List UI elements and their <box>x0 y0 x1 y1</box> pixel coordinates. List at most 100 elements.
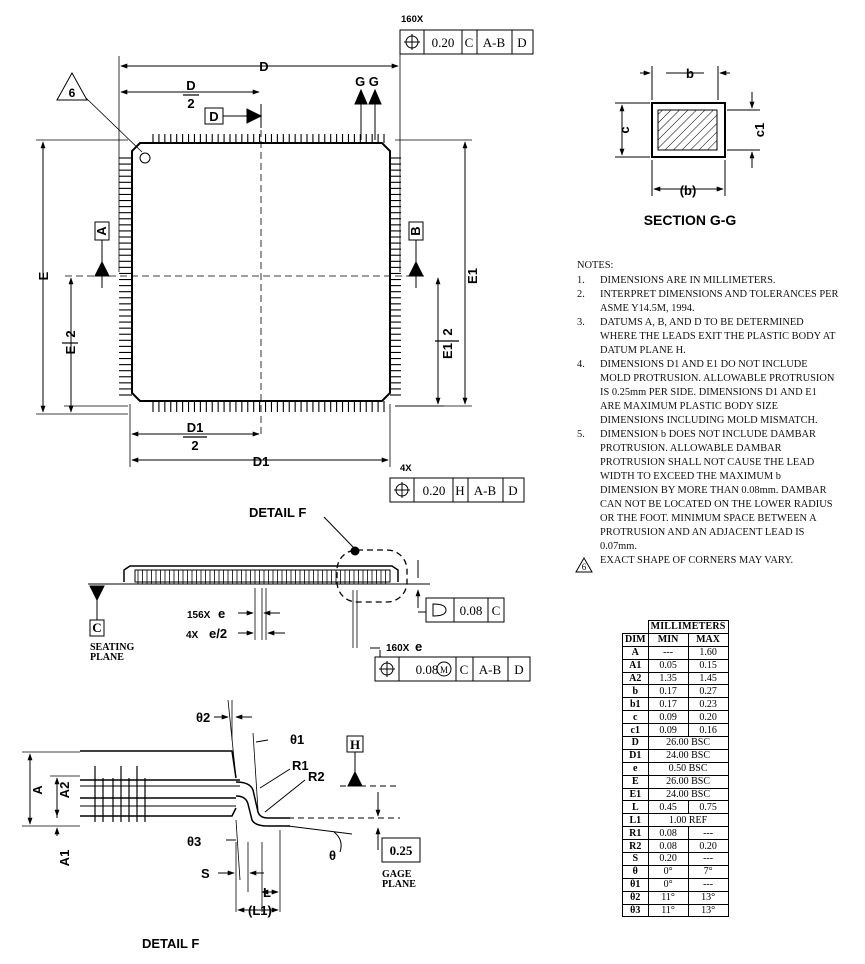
datum-h-label: H <box>350 737 360 752</box>
note6-flag-triangle <box>56 71 88 101</box>
table-cell: D <box>622 736 649 750</box>
detail-f-title: DETAIL F <box>142 936 199 951</box>
note-text: DIMENSIONS ARE IN MILLIMETERS. <box>600 275 776 286</box>
dim-D1-half-den: 2 <box>191 438 198 453</box>
table-cell: --- <box>687 852 729 866</box>
fcf-bottom <box>389 477 525 503</box>
pitch-e: e <box>218 606 225 621</box>
dim-E1-half-num: E1 <box>440 343 455 359</box>
table-cell: MILLIMETERS <box>647 620 729 634</box>
dim-E1-label: E1 <box>465 268 480 284</box>
top-view-labels: D D 2 D1 D1 2 G G A B D 6 E E1 E 2 E1 2 … <box>36 14 480 474</box>
pitch-half-count: 4X <box>186 630 199 641</box>
note-item: 2.INTERPRET DIMENSIONS AND TOLERANCES PE… <box>577 288 839 316</box>
table-cell: θ1 <box>622 877 649 892</box>
datum-c-box <box>89 619 105 637</box>
note-number: 6 <box>575 554 600 575</box>
dim-D-label: D <box>259 59 268 74</box>
theta1-label: θ1 <box>290 732 304 747</box>
svg-text:6: 6 <box>582 562 587 572</box>
table-cell: 0.27 <box>687 684 729 699</box>
fcf-top-ab: A-B <box>483 35 506 50</box>
table-row: A---1.60 <box>622 645 729 660</box>
table-cell: 0° <box>647 864 689 879</box>
section-title: SECTION G-G <box>644 212 737 228</box>
table-cell: 0° <box>647 877 689 892</box>
leads-right <box>390 157 401 396</box>
table-cell: 24.00 BSC <box>647 748 729 763</box>
table-cell: θ2 <box>622 890 649 905</box>
table-cell: 7° <box>687 864 729 879</box>
table-cell: b1 <box>622 697 649 712</box>
pos-tol: 0.08 <box>416 662 439 677</box>
dim-E-label: E <box>36 271 51 280</box>
table-cell: S <box>622 852 649 866</box>
table-cell: 0.50 BSC <box>647 761 729 776</box>
note-item: 5.DIMENSION b DOES NOT INCLUDE DAMBAR PR… <box>577 428 839 554</box>
detail-f-callout: DETAIL F <box>249 505 306 520</box>
table-header-row: MILLIMETERS <box>622 620 729 634</box>
table-cell: L <box>622 800 649 815</box>
table-cell: A <box>622 645 649 660</box>
table-cell: DIM <box>622 632 649 647</box>
notes-list: 1.DIMENSIONS ARE IN MILLIMETERS.2.INTERP… <box>575 274 839 575</box>
gage-plane-1: GAGE <box>382 869 412 880</box>
flatness-tol: 0.08 <box>460 603 483 618</box>
table-cell: c <box>622 710 649 725</box>
note-text: DIMENSION b DOES NOT INCLUDE DAMBAR PROT… <box>600 429 833 552</box>
note-text: EXACT SHAPE OF CORNERS MAY VARY. <box>600 555 794 566</box>
theta2-label: θ2 <box>196 710 210 725</box>
datum-a-label: A <box>94 226 109 236</box>
table-cell: e <box>622 761 649 776</box>
gage-box <box>381 837 421 863</box>
r1-label: R1 <box>292 758 309 773</box>
fcf-bottom-ab: A-B <box>474 483 497 498</box>
table-cell: 0.09 <box>647 710 689 725</box>
table-cell: 0.08 <box>647 826 689 841</box>
pos-e: e <box>415 639 422 654</box>
fcf-bottom-tol: 0.20 <box>423 483 446 498</box>
dim-D-half-den: 2 <box>187 96 194 111</box>
r2-label: R2 <box>308 769 325 784</box>
dim-D-half-num: D <box>186 78 195 93</box>
l-label: L <box>263 885 271 900</box>
leads-left <box>119 157 132 396</box>
table-cell: --- <box>647 645 689 660</box>
table-cell: 11° <box>647 903 689 918</box>
note-text: DIMENSIONS D1 AND E1 DO NOT INCLUDE MOLD… <box>600 359 835 426</box>
note-item: 4. DIMENSIONS D1 AND E1 DO NOT INCLUDE MO… <box>577 358 839 428</box>
note-item: 3.DATUMS A, B, AND D TO BE DETERMINED WH… <box>577 316 839 358</box>
datum-c-label: C <box>92 620 101 635</box>
table-cell: 11° <box>647 890 689 905</box>
table-cell: 1.35 <box>647 671 689 686</box>
table-cell: c1 <box>622 723 649 738</box>
table-cell: 0.17 <box>647 697 689 712</box>
dim-E1-half-den: 2 <box>440 328 455 335</box>
table-cell: D1 <box>622 748 649 763</box>
note-number: 4. <box>577 359 585 370</box>
note6-flag-label: 6 <box>69 86 76 100</box>
fcf-top <box>399 29 534 55</box>
section-ref-label: G G <box>355 74 379 89</box>
datum-d-label: D <box>209 109 218 124</box>
table-cell: R1 <box>622 826 649 841</box>
pos-d: D <box>514 662 523 677</box>
table-cell: 26.00 BSC <box>647 774 729 789</box>
detail-f-outline <box>336 549 408 603</box>
table-cell: θ3 <box>622 903 649 918</box>
